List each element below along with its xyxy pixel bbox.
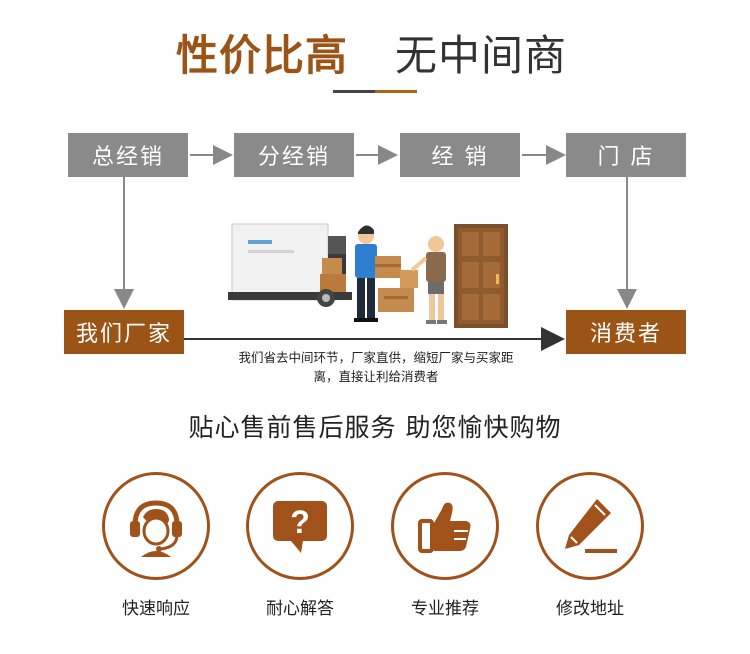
delivery-illustration — [228, 223, 508, 328]
service-label: 快速响应 — [122, 599, 190, 619]
caption-line-1: 我们省去中间环节，厂家直供，缩短厂家与买家距 — [238, 350, 514, 365]
service-circle: ? — [246, 472, 354, 580]
svg-text:?: ? — [290, 504, 310, 540]
service-label: 耐心解答 — [266, 599, 334, 619]
service-label: 修改地址 — [556, 599, 624, 619]
service-patient-answers: ? 耐心解答 — [240, 472, 360, 619]
service-circle — [536, 472, 644, 580]
question-bubble-icon: ? — [273, 501, 327, 553]
service-circle — [391, 472, 499, 580]
box-general-distributor: 总经销 — [68, 133, 188, 177]
pencil-edit-icon — [565, 499, 617, 553]
box-sub-distributor: 分经销 — [234, 133, 354, 177]
service-pro-recommend: 专业推荐 — [385, 472, 505, 619]
title-underline-accent — [375, 90, 417, 93]
title-bold: 性价比高 — [176, 31, 349, 80]
flow-caption: 我们省去中间环节，厂家直供，缩短厂家与买家距 离，直接让利给消费者 — [190, 348, 562, 386]
thumbs-up-icon — [418, 502, 471, 553]
box-distributor: 经 销 — [400, 133, 520, 177]
box-consumer: 消费者 — [566, 310, 686, 354]
service-circle — [102, 472, 210, 580]
title-light: 无中间商 — [395, 31, 568, 80]
title-underline-dark — [333, 90, 375, 93]
box-manufacturer: 我们厂家 — [64, 310, 184, 354]
services-subtitle: 贴心售前售后服务 助您愉快购物 — [188, 413, 562, 442]
box-store: 门 店 — [566, 133, 686, 177]
service-edit-address: 修改地址 — [530, 472, 650, 619]
service-label: 专业推荐 — [411, 599, 479, 619]
caption-line-2: 离，直接让利给消费者 — [313, 369, 439, 384]
service-quick-response: 快速响应 — [96, 472, 216, 619]
headset-agent-icon — [130, 500, 182, 557]
